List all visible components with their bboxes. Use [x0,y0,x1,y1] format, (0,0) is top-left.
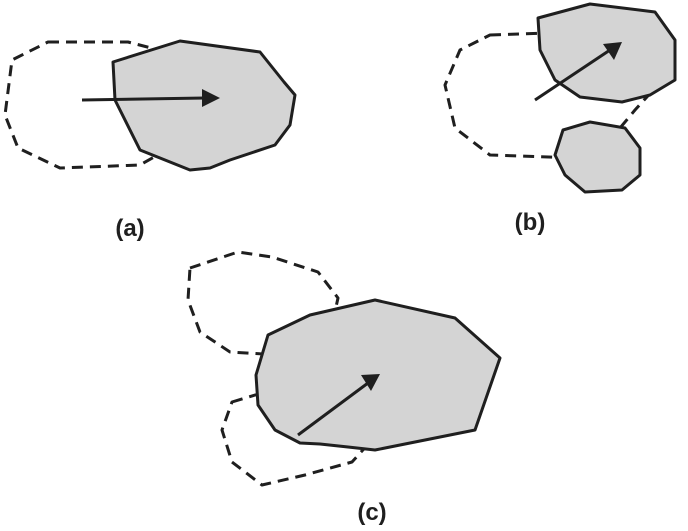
panel-b-arrowhead-icon [603,42,622,60]
panel-c: (c) [186,250,502,526]
panel-c-previous-region-lower [220,390,374,487]
panel-c-label: (c) [357,499,386,526]
panel-b: (b) [443,2,677,236]
panel-a-label: (a) [115,215,144,242]
panel-a: (a) [3,39,297,242]
panel-c-motion-arrow [297,381,369,437]
panel-a-arrowhead-icon [202,89,220,107]
panel-c-arrowhead-icon [361,374,380,391]
panel-b-label: (b) [515,209,546,236]
panel-b-motion-arrow [534,48,611,102]
panel-a-motion-arrow [81,96,206,102]
panel-b-current-region-lower [553,120,642,194]
